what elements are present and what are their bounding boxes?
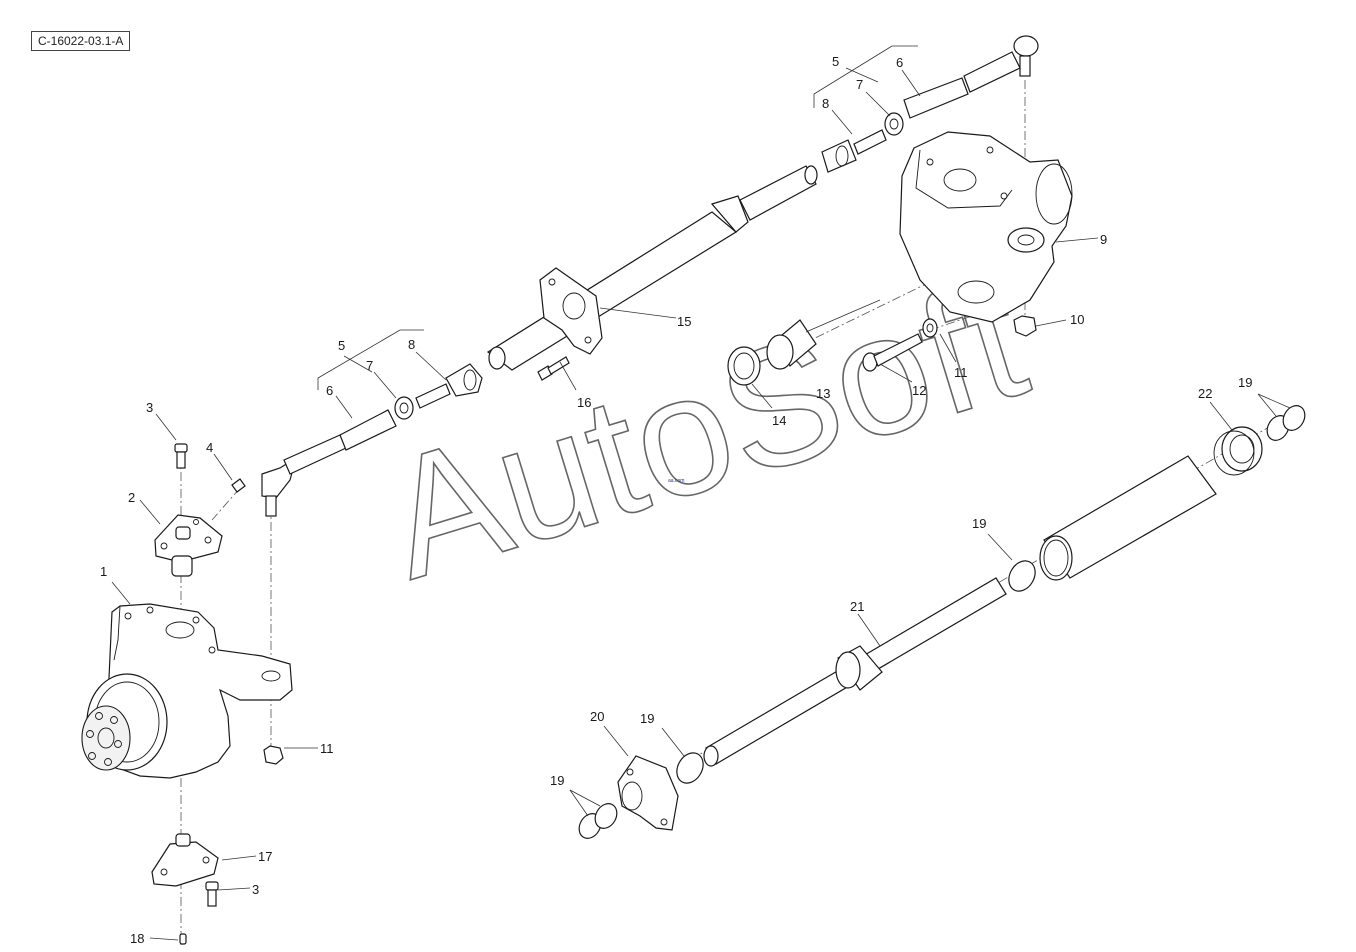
callout-11-right: 11 (954, 365, 968, 380)
callout-labels: 1 2 3 3 4 5 5 6 6 7 7 8 8 9 10 11 11 12 … (100, 54, 1252, 946)
callout-6-right: 6 (896, 55, 903, 70)
leader-lines (111, 45, 1291, 941)
grease-fitting (231, 478, 246, 493)
callout-6-left: 6 (326, 383, 333, 398)
callout-11-left: 11 (320, 741, 334, 756)
gland-nut (1213, 426, 1263, 476)
bushing (766, 319, 817, 370)
steering-knuckle-right (899, 131, 1073, 323)
callout-1: 1 (100, 564, 107, 579)
callout-8-right: 8 (822, 96, 829, 111)
inner-tie-rod-right (821, 129, 887, 173)
tie-rod-end-right (1013, 35, 1039, 77)
grease-nipple (179, 933, 187, 945)
washer-right (922, 318, 938, 338)
cylinder-barrel (1039, 455, 1217, 581)
drawing-reference-label: C-16022-03.1-A (31, 31, 131, 51)
callout-12: 12 (912, 383, 926, 398)
callout-13: 13 (816, 386, 830, 401)
callout-16: 16 (577, 395, 591, 410)
callout-3-lower: 3 (252, 882, 259, 897)
lock-nut-left (394, 396, 414, 420)
callout-19-top-right: 19 (1238, 375, 1252, 390)
callout-10: 10 (1070, 312, 1084, 327)
ball-joint-upper (154, 514, 223, 577)
piston (835, 645, 883, 691)
o-ring-pair-right (1266, 405, 1306, 441)
callout-9: 9 (1100, 232, 1107, 247)
callout-18: 18 (130, 931, 144, 946)
steering-cylinder-tube (486, 165, 818, 371)
callout-3-upper: 3 (146, 400, 153, 415)
callout-21: 21 (850, 599, 864, 614)
callout-15: 15 (677, 314, 691, 329)
bolt-upper-left (174, 443, 188, 469)
ball-joint-lower (151, 833, 219, 887)
inner-tie-rod-left (415, 363, 483, 409)
bolt-lower-left (205, 881, 219, 907)
nut-right (1013, 315, 1037, 337)
callout-8-left: 8 (408, 337, 415, 352)
o-ring-barrel (1008, 560, 1036, 592)
callout-20: 20 (590, 709, 604, 724)
seal-ring (727, 346, 761, 386)
callout-17: 17 (258, 849, 272, 864)
callout-22: 22 (1198, 386, 1212, 401)
callout-19-left: 19 (550, 773, 564, 788)
steering-knuckle-left (81, 603, 293, 779)
tie-rod-sleeve-left (283, 409, 397, 475)
callout-2: 2 (128, 490, 135, 505)
callout-5-left: 5 (338, 338, 345, 353)
callout-19-flange: 19 (640, 711, 654, 726)
callout-7-left: 7 (366, 358, 373, 373)
callout-5-right: 5 (832, 54, 839, 69)
long-bolt (862, 333, 923, 372)
cylinder-mount-flange (539, 267, 603, 355)
callout-19-barrel: 19 (972, 516, 986, 531)
nut-left (263, 745, 284, 765)
lock-nut-right (884, 112, 904, 136)
callout-14: 14 (772, 413, 786, 428)
callout-7-right: 7 (856, 77, 863, 92)
tie-rod-sleeve-right (903, 51, 1021, 119)
flange-bolt (537, 356, 570, 381)
callout-4: 4 (206, 440, 213, 455)
cylinder-end-flange (617, 755, 679, 831)
o-ring-flange (676, 752, 704, 784)
watermark-tag: aa.com (668, 478, 684, 484)
o-ring-pair-left (578, 803, 618, 839)
